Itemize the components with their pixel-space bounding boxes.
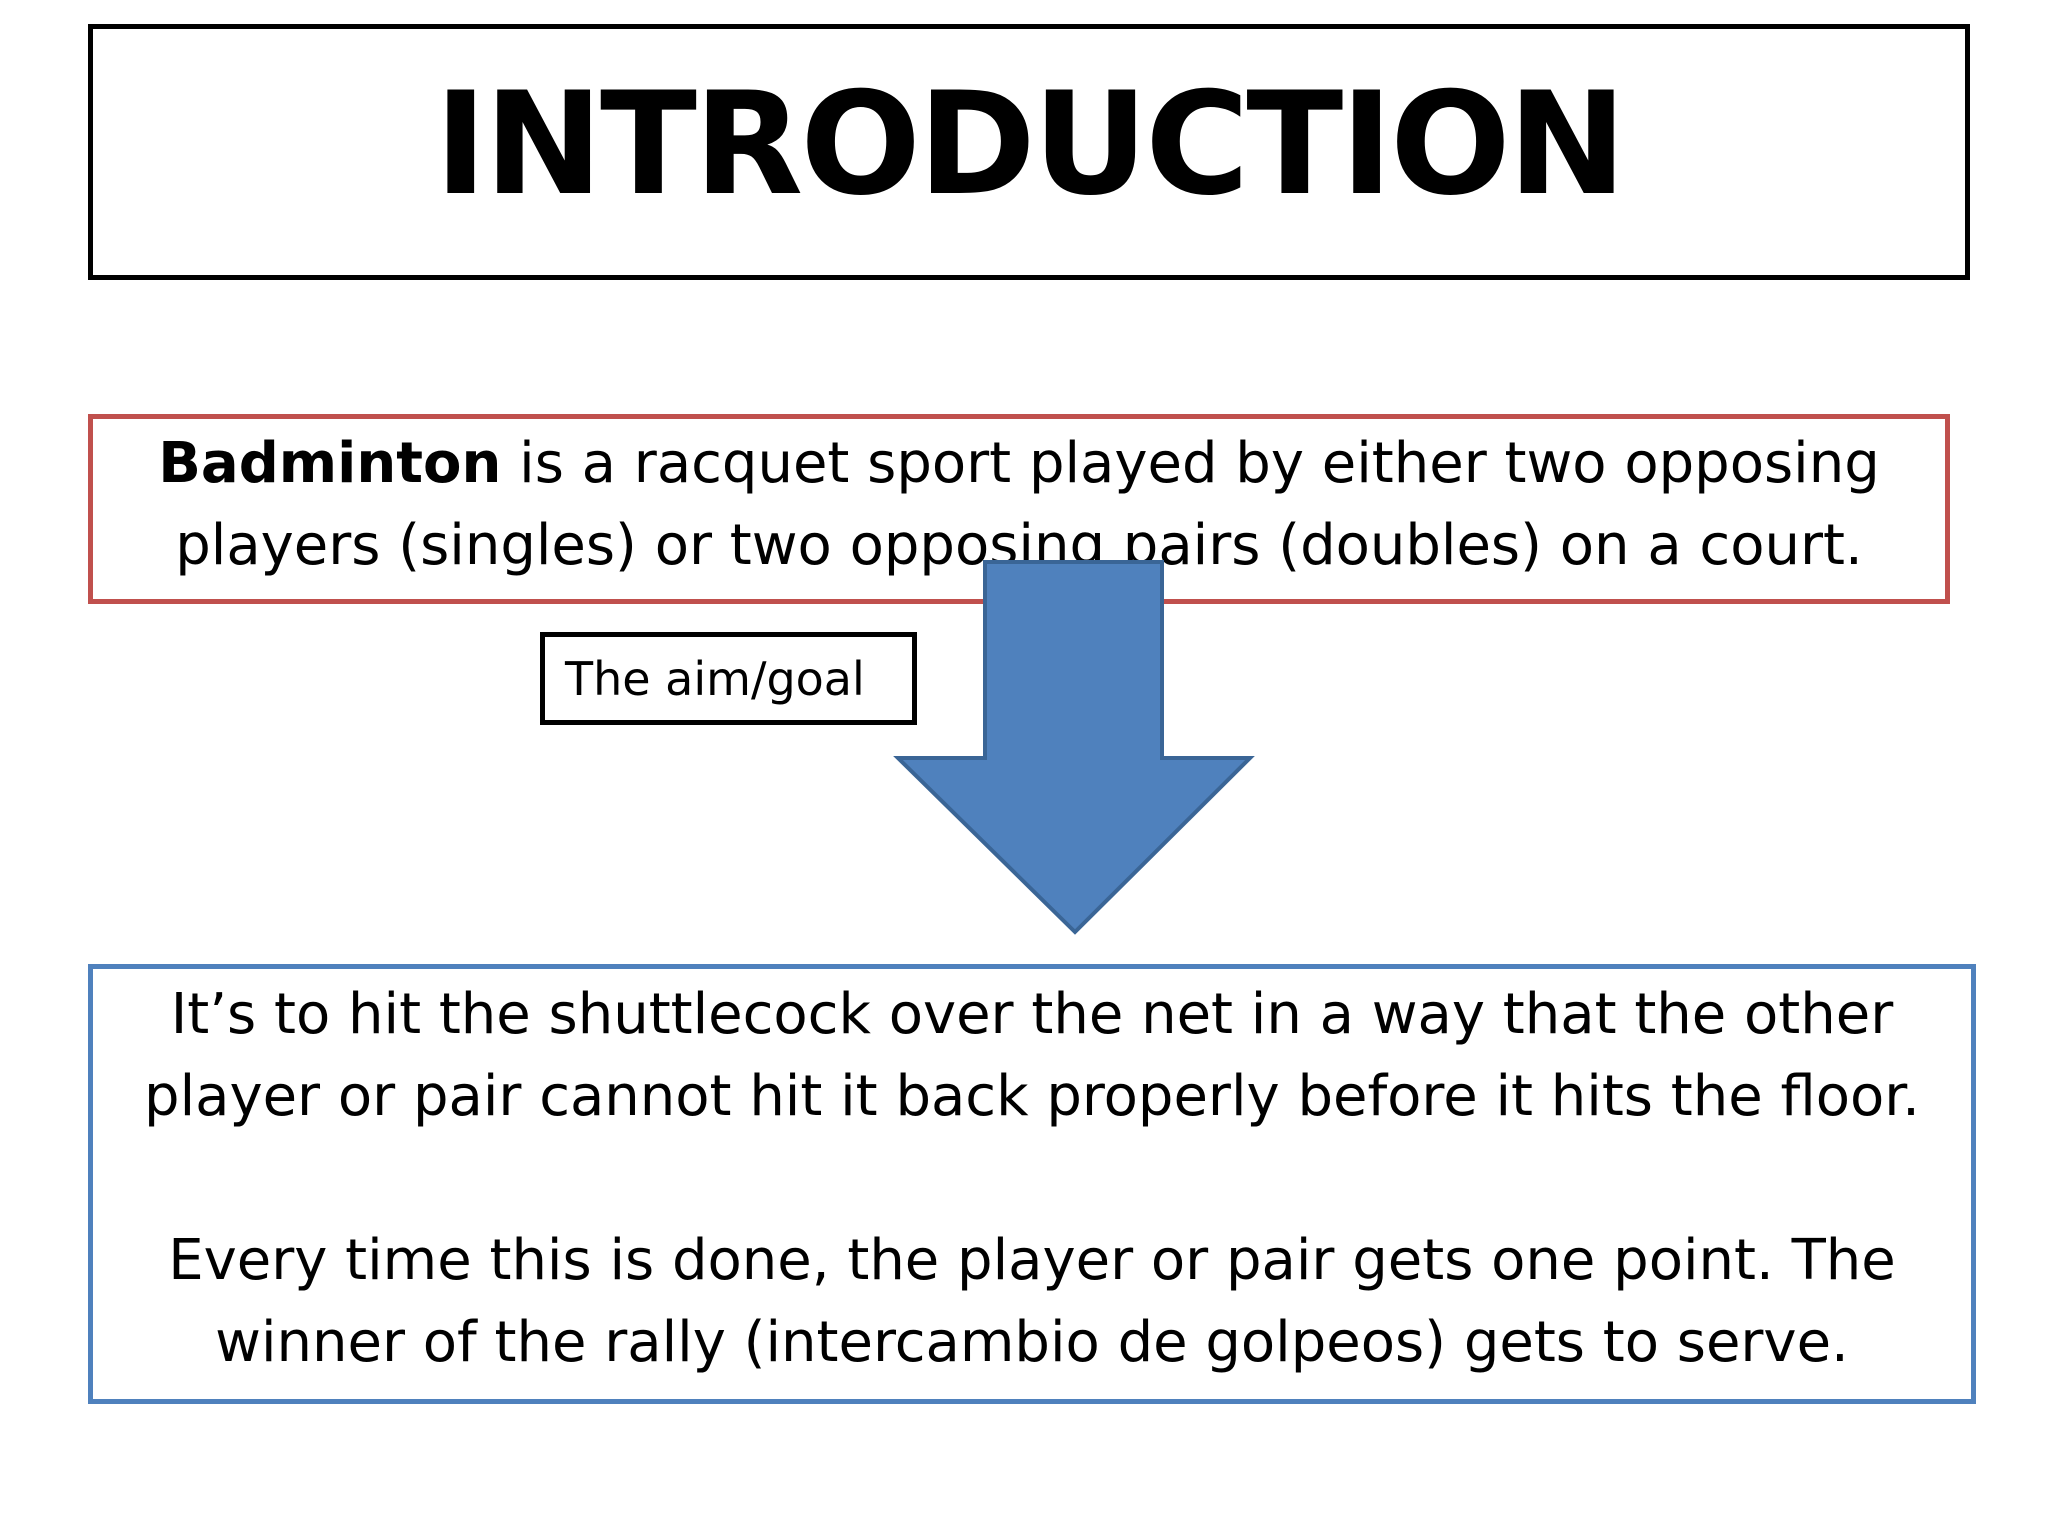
slide-title: INTRODUCTION <box>434 62 1626 227</box>
paragraph-gap <box>144 1138 1920 1220</box>
definition-text: Badminton is a racquet sport played by e… <box>158 423 1880 587</box>
goal-paragraph-1-line-2: player or pair cannot hit it back proper… <box>144 1064 1920 1129</box>
definition-term: Badminton <box>158 431 502 496</box>
goal-paragraph-2-line-1: Every time this is done, the player or p… <box>168 1228 1896 1293</box>
title-box: INTRODUCTION <box>88 24 1970 280</box>
definition-line1: is a racquet sport played by either two … <box>501 431 1880 496</box>
goal-paragraph-1-line-1: It’s to hit the shuttlecock over the net… <box>170 982 1894 1047</box>
down-arrow-shape <box>893 560 1255 935</box>
aim-label-box: The aim/goal <box>540 632 917 725</box>
definition-line2: players (singles) or two opposing pairs … <box>175 513 1863 578</box>
aim-label: The aim/goal <box>565 651 865 706</box>
goal-box: It’s to hit the shuttlecock over the net… <box>88 964 1976 1404</box>
definition-box: Badminton is a racquet sport played by e… <box>88 414 1950 604</box>
goal-paragraph-2-line-2: winner of the rally (intercambio de golp… <box>215 1310 1849 1375</box>
goal-text: It’s to hit the shuttlecock over the net… <box>144 974 1920 1384</box>
